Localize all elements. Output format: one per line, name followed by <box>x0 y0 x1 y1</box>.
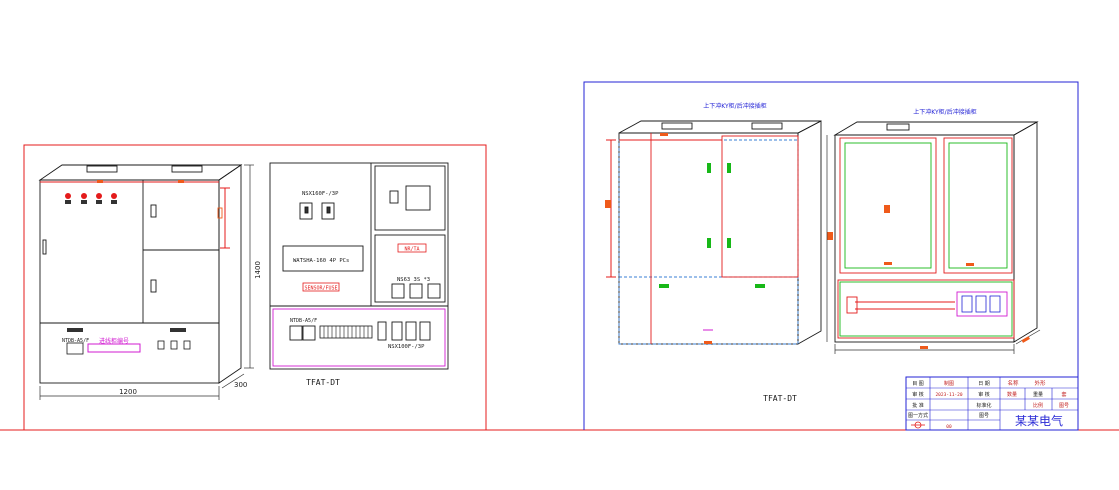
indicator-lamps <box>65 193 117 204</box>
dimensions-left <box>39 164 254 400</box>
terminal-strip <box>319 325 373 339</box>
tb-r2c6: 套 <box>1061 391 1066 398</box>
red-tag: NR/TA <box>404 247 419 253</box>
tb-r2c5: 重量 <box>1033 391 1043 398</box>
cabinet-front-view <box>38 164 243 384</box>
tb-r3c6: 图号 <box>1059 403 1069 409</box>
tb-r3c1: 批 准 <box>912 402 924 409</box>
tb-r1c1: 目 图 <box>912 381 924 387</box>
tb-date: 2023-11-20 <box>935 392 962 398</box>
right-sheet-frame <box>583 81 1079 430</box>
dim-depth: 300 <box>234 381 247 389</box>
tb-r2c4: 数量 <box>1007 391 1017 398</box>
lower-panel: NTDB-A5/F 进线柜编号 <box>62 328 191 355</box>
bottom-label-left: NTDB-A5/F <box>290 318 317 324</box>
tb-r3c5: 比例 <box>1033 402 1043 409</box>
surge-label: NS63 3S *3 <box>397 277 430 283</box>
tb-r1c3: 日 期 <box>978 381 990 387</box>
left-sheet-frame <box>23 144 487 430</box>
left-sheet: NTDB-A5/F 进线柜编号 1200 1400 300 <box>0 144 1119 431</box>
cabinet-interior-right <box>833 121 1039 343</box>
internal-panel-view <box>269 162 449 370</box>
module-text: SENSOR/FUSE <box>304 286 337 292</box>
title-front: 上下冲KY柜/后冲接插柜 <box>703 102 766 110</box>
btn-bar-text: 进线柜编号 <box>99 337 129 345</box>
tb-r1c2: 制图 <box>944 380 954 387</box>
tb-r4c1: 图一方式 <box>908 412 928 419</box>
breaker-group-right <box>961 295 1001 313</box>
red-dim-right <box>606 139 616 278</box>
dim-width: 1200 <box>119 388 137 396</box>
company-name: 某某电气 <box>1015 413 1063 428</box>
bottom-label-right: NSX100F-/3P <box>388 344 425 350</box>
dim-height: 1400 <box>254 261 262 279</box>
tb-r1c5: 外形 <box>1034 379 1046 387</box>
tb-r4c3: 图号 <box>979 413 989 419</box>
tb-stamp: 00 <box>946 424 952 430</box>
tb-r2c1: 审 核 <box>912 391 924 398</box>
right-sheet: 上下冲KY柜/后冲接插柜 上下冲KY柜/后冲接插柜 <box>583 81 1079 431</box>
tb-r2c3: 审 核 <box>978 391 990 398</box>
tb-r1c4: 名称 <box>1007 379 1019 387</box>
cabinet-front-right <box>618 120 822 345</box>
title-block: 目 图 制图 日 期 名称 外形 审 核 2023-11-20 审 核 数量 重… <box>905 376 1079 431</box>
tb-r3c3: 标准化 <box>976 402 991 409</box>
door-locks <box>659 163 765 288</box>
meter-label: WATSHA-160 4P PCs <box>293 258 349 264</box>
breaker-label-top: NSX160F-/3P <box>302 191 339 197</box>
title-back: 上下冲KY柜/后冲接插柜 <box>913 108 976 116</box>
dimensions-right <box>826 135 1041 354</box>
btn-label: NTDB-A5/F <box>62 338 89 344</box>
right-model: TFAT-DT <box>763 394 797 403</box>
left-model: TFAT-DT <box>306 378 340 387</box>
